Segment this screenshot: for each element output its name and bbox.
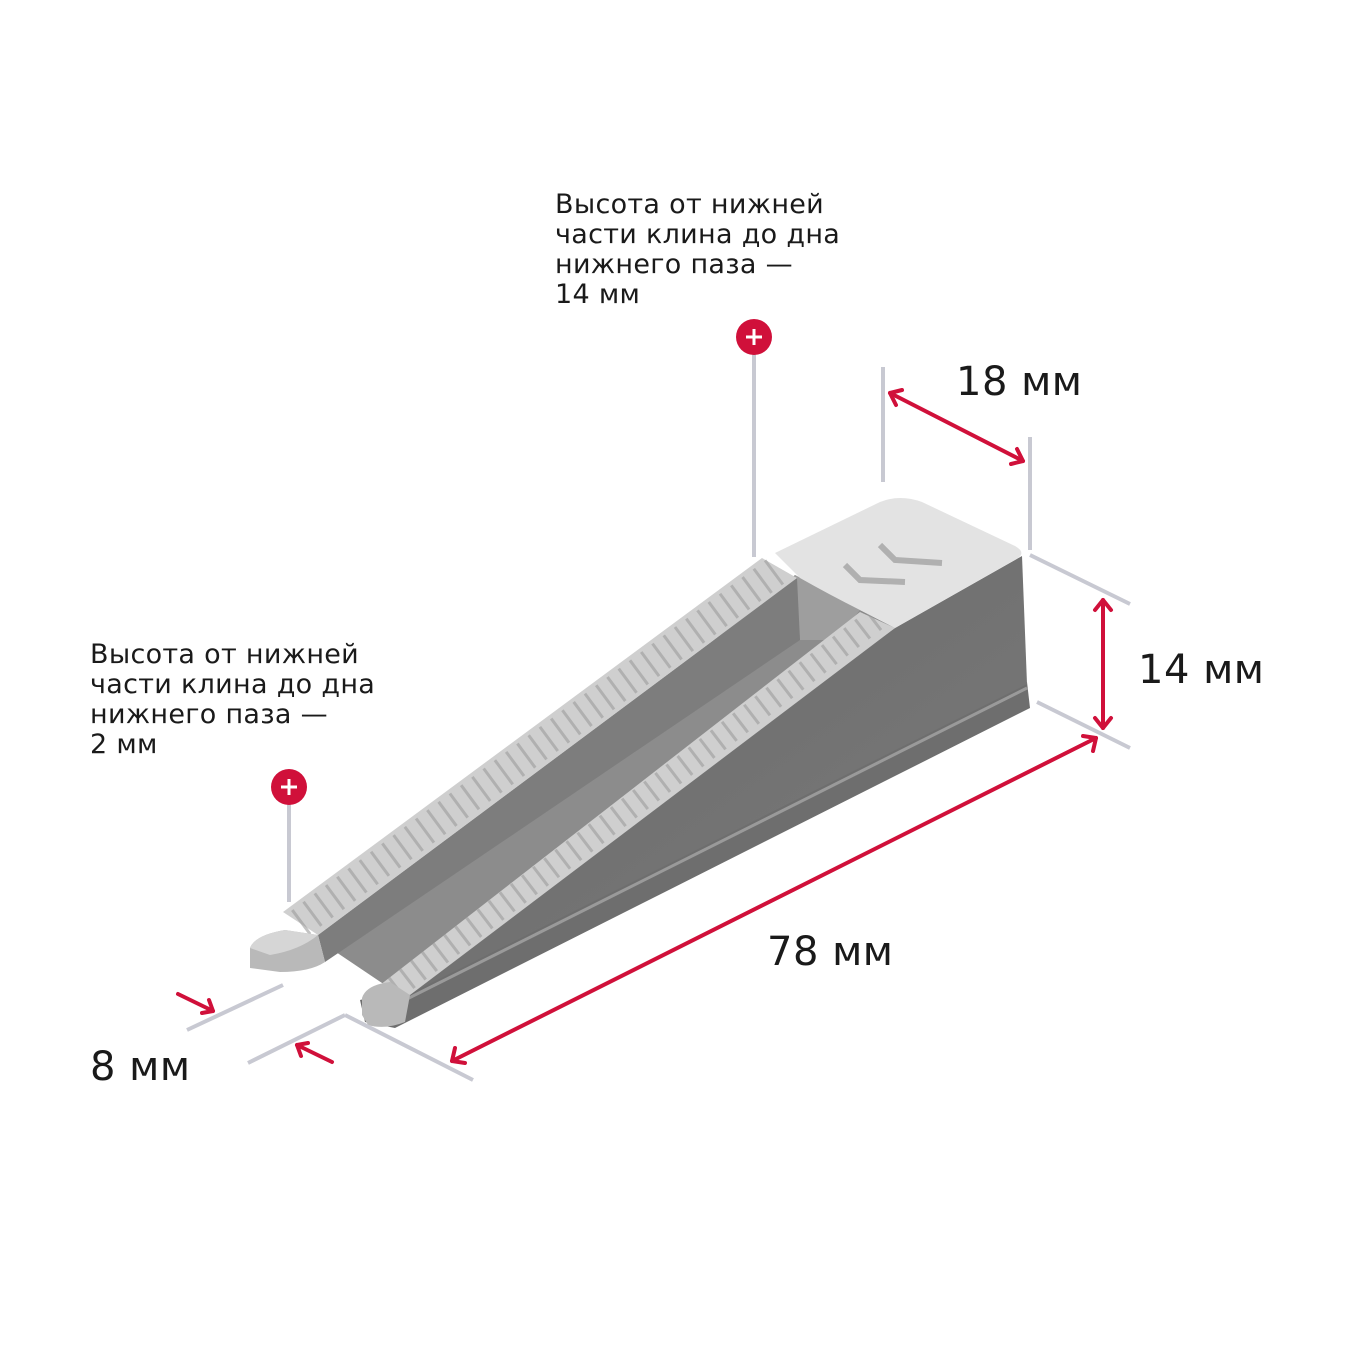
right-ridge-teeth [380,612,895,995]
right-tip [362,982,410,1027]
callout-line: части клина до дна [555,219,841,250]
callout-line: Высота от нижней [90,639,360,670]
width-arrow [888,388,1025,466]
logo-chevron-icon [877,542,943,566]
logo-chevron-icon [842,562,906,585]
left-ridge-side [318,578,800,962]
height-arrow [1093,598,1113,730]
callout-pin-left-icon[interactable] [271,769,307,805]
length-label: 78 мм [767,929,894,975]
callout-line: Высота от нижней [555,189,825,220]
callout-line: части клина до дна [90,669,376,700]
left-ridge-teeth [283,558,797,935]
width-label: 18 мм [956,359,1083,405]
callout-line: нижнего паза — [555,249,793,280]
callout-line: нижнего паза — [90,699,328,730]
callout-pin-top-icon[interactable] [736,319,772,355]
tip-arrows [176,992,334,1064]
wedge-groove [330,575,895,985]
callout-line: 2 мм [90,729,158,760]
tip-width-label: 8 мм [90,1044,191,1090]
height-label: 14 мм [1138,647,1265,693]
extension-lines [186,350,1131,1082]
callout-top: Высота от нижней части клина до дна нижн… [555,190,840,310]
length-arrow [450,734,1098,1065]
callout-left: Высота от нижней части клина до дна нижн… [90,640,375,760]
callout-line: 14 мм [555,279,641,310]
